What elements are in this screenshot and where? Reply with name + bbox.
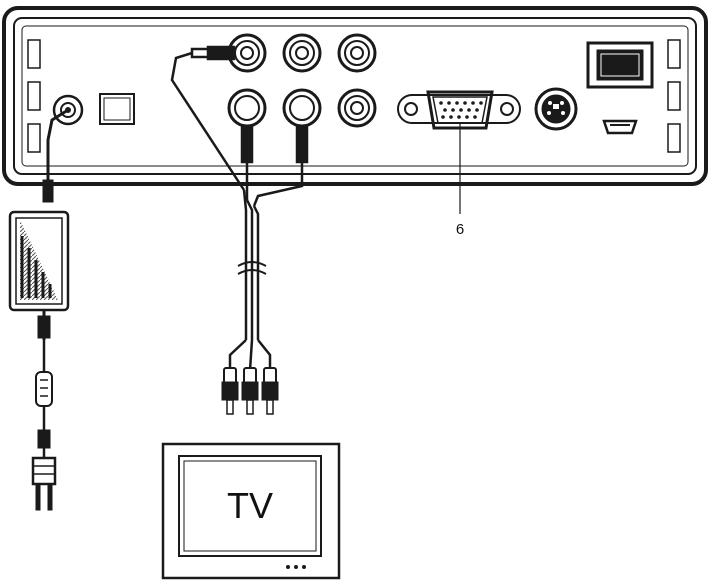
callout-number: 6 — [456, 221, 464, 238]
rca-jack-bottom-2 — [282, 88, 322, 128]
power-switch — [586, 41, 654, 89]
vga-port — [397, 90, 521, 130]
tv-set — [161, 442, 341, 580]
tv-label: TV — [227, 485, 273, 526]
ac-plug-icon — [31, 456, 57, 511]
dc-cable — [42, 108, 69, 203]
rca-plug-center — [241, 367, 259, 415]
ac-cord — [35, 310, 53, 458]
tv-buttons — [286, 565, 306, 569]
right-vents — [667, 39, 681, 153]
left-vents — [27, 39, 41, 153]
rca-plug-right — [261, 367, 279, 415]
rca-jack-bottom-3 — [337, 88, 377, 128]
rca-jack-top-2 — [282, 33, 322, 73]
device-rear-panel — [2, 6, 708, 186]
mini-usb-port — [602, 119, 638, 135]
rca-jack-bottom-1 — [227, 88, 267, 128]
av-cable — [170, 45, 309, 371]
rca-jack-top-3 — [337, 33, 377, 73]
panel-square-button — [99, 93, 135, 125]
power-adapter — [8, 210, 70, 312]
rca-plug-left — [221, 367, 239, 415]
s-video-port — [534, 87, 578, 131]
